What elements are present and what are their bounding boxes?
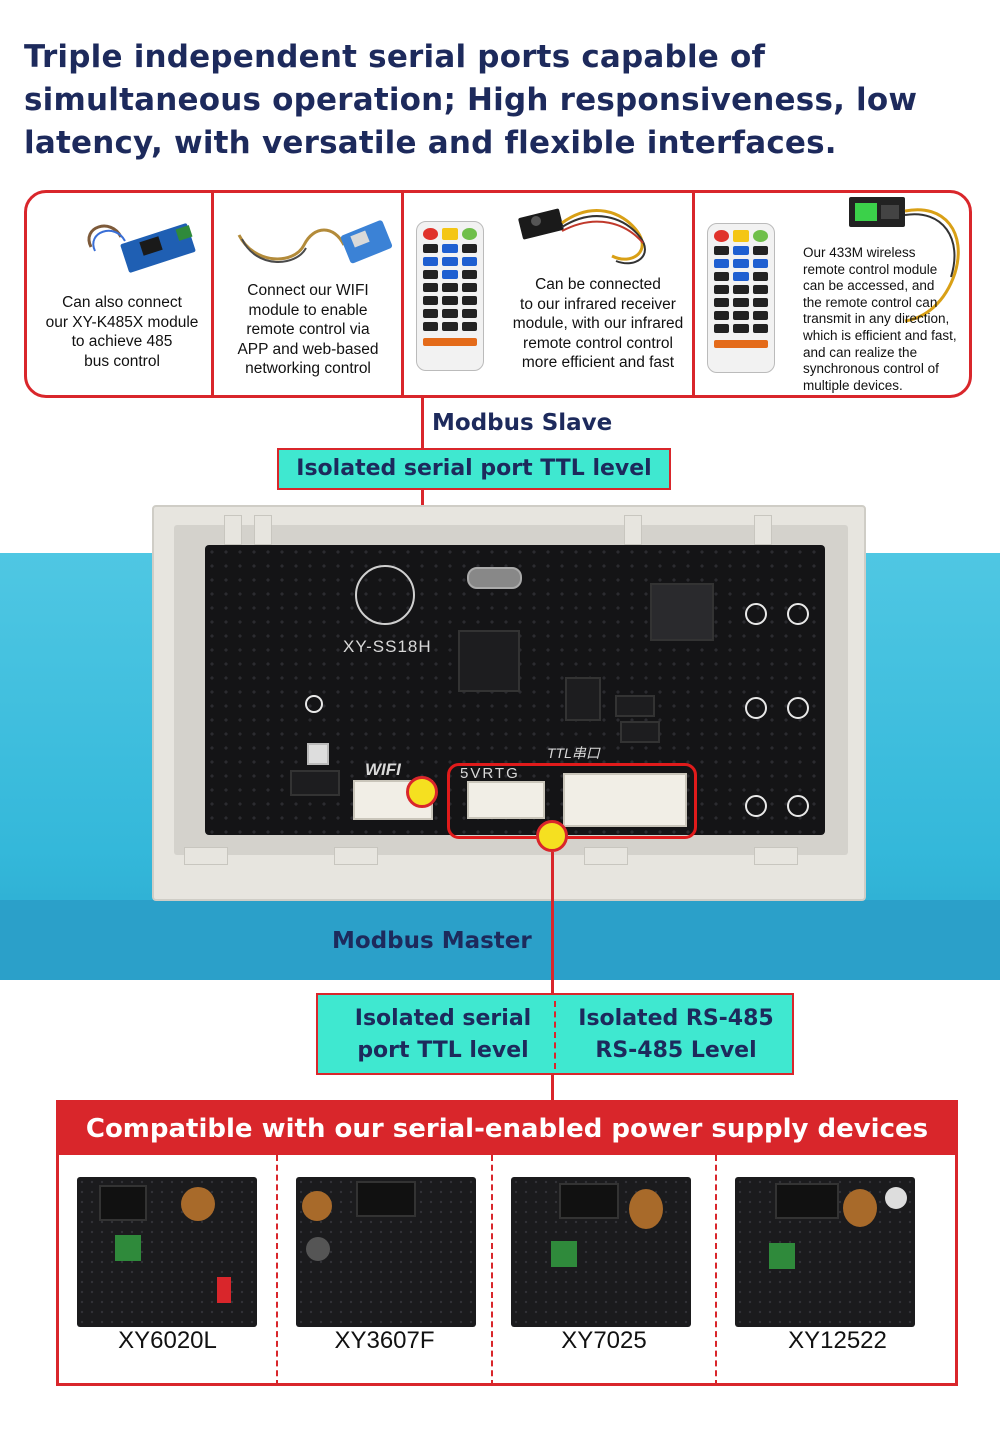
master-serial-box: Isolated serial port TTL level Isolated … <box>316 993 794 1075</box>
product-card: XY3607F <box>278 1155 491 1386</box>
ic-small <box>620 721 660 743</box>
wifi-silk-label: WIFI <box>365 760 401 779</box>
interfaces-panel: Can also connect our XY-K485X module to … <box>24 190 972 398</box>
rs485-module-image <box>81 217 201 277</box>
master-ttl-text: Isolated serial port TTL level <box>354 1006 532 1063</box>
divider <box>715 1155 717 1386</box>
cell-433m-module: Our 433M wireless remote control module … <box>695 193 969 395</box>
ttl-silk-label: TTL串口 <box>547 745 600 761</box>
divider <box>401 193 404 395</box>
master-rs485-text: Isolated RS-485 RS-485 Level <box>578 1006 774 1063</box>
regulator-tab <box>307 743 329 765</box>
product-image <box>296 1177 476 1327</box>
ir-receiver-image <box>512 201 672 271</box>
logo-mark <box>355 565 415 625</box>
mcu-chip <box>458 630 520 692</box>
ports-highlight <box>447 763 697 839</box>
divider <box>692 193 695 395</box>
cell-433m-text: Our 433M wireless remote control module … <box>803 245 957 393</box>
ttl-connector <box>467 781 545 819</box>
product-image <box>511 1177 691 1327</box>
product-image <box>735 1177 915 1327</box>
compatible-panel: Compatible with our serial-enabled power… <box>56 1100 958 1386</box>
wifi-port-marker <box>406 776 438 808</box>
pcb-board: XY-SS18H WIFI TTL串口 5VRTG <box>205 545 825 835</box>
rs485-connector <box>563 773 687 827</box>
compatible-title: Compatible with our serial-enabled power… <box>59 1103 955 1155</box>
board-model-label: XY-SS18H <box>343 637 432 656</box>
cell-wifi-module: Connect our WIFI module to enable remote… <box>214 193 401 395</box>
ic-small <box>615 695 655 717</box>
divider <box>276 1155 278 1386</box>
cell-ir-text: Can be connected to our infrared receive… <box>512 276 684 371</box>
product-name: XY12522 <box>788 1327 887 1354</box>
wifi-module-image <box>234 215 394 275</box>
product-name: XY7025 <box>561 1327 647 1354</box>
connector-line-master <box>551 852 554 1102</box>
table-shadow <box>0 900 1000 980</box>
cell-485-module: Can also connect our XY-K485X module to … <box>27 193 212 395</box>
master-port-marker <box>536 820 568 852</box>
regulator <box>290 770 340 796</box>
divider <box>211 193 214 395</box>
cell-485-text: Can also connect our XY-K485X module to … <box>45 294 199 370</box>
pins-silk-label: 5VRTG <box>460 765 520 782</box>
ic-small <box>565 677 601 721</box>
headline: Triple independent serial ports capable … <box>24 39 918 161</box>
ir-remote-image <box>416 221 484 371</box>
master-box-divider <box>554 1001 556 1069</box>
slave-serial-box: Isolated serial port TTL level <box>277 448 671 490</box>
product-name: XY3607F <box>334 1327 435 1354</box>
product-card: XY6020L <box>59 1155 276 1386</box>
cell-ir-module: Can be connected to our infrared receive… <box>404 193 692 395</box>
divider <box>491 1155 493 1386</box>
product-card: XY12522 <box>717 1155 958 1386</box>
rf-remote-image <box>707 223 775 373</box>
buzzer <box>650 583 714 641</box>
product-card: XY7025 <box>493 1155 715 1386</box>
modbus-master-label: Modbus Master <box>332 928 532 954</box>
product-image <box>77 1177 257 1327</box>
product-name: XY6020L <box>118 1327 217 1354</box>
crystal <box>467 567 522 589</box>
rf-433m-module-image <box>845 193 969 323</box>
modbus-slave-label: Modbus Slave <box>432 410 613 436</box>
cell-wifi-text: Connect our WIFI module to enable remote… <box>237 282 379 377</box>
